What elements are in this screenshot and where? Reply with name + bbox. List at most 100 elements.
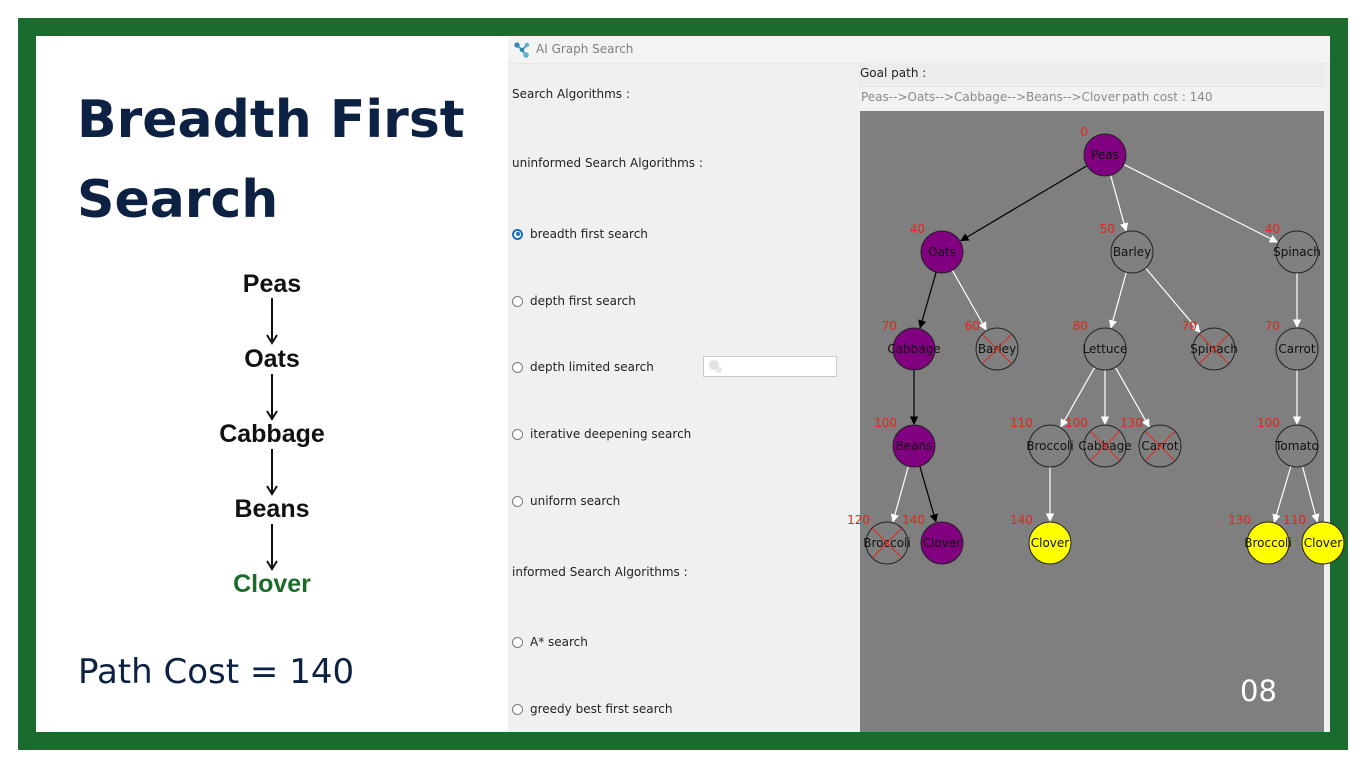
down-arrow-icon [266,298,278,345]
chain-node-4: Beans [234,495,310,523]
graph-node-cost: 110 [1283,513,1306,527]
radio-a-star[interactable]: A* search [512,633,588,651]
graph-edge-n0-n3 [1123,163,1279,243]
graph-node-cost: 100 [1257,416,1280,430]
graph-node-cost: 120 [847,513,870,527]
graph-node-n17[interactable]: Broccoli 130 [1228,513,1292,565]
graph-edge-n9-n14 [890,466,909,523]
graph-node-circle [892,424,936,468]
chain-node-3: Cabbage [219,420,325,448]
graph-node-n18[interactable]: Clover 110 [1283,513,1345,565]
graph-node-circle [1083,327,1127,371]
cross-mark-icon [981,333,1013,365]
radio-greedy-best-first[interactable]: greedy best first search [512,700,672,718]
radio-depth-first[interactable]: depth first search [512,292,636,310]
graph-node-label: Clover [1031,536,1070,550]
depth-limit-input[interactable] [703,356,837,377]
input-cursor-icon [709,360,722,373]
graph-node-cost: 130 [1120,416,1143,430]
graph-node-cost: 0 [1080,125,1088,139]
graph-node-label: Spinach [1273,245,1321,259]
cross-mark-icon [1089,430,1121,462]
graph-node-cost: 100 [1065,416,1088,430]
graph-node-label: Cabbage [887,342,940,356]
radio-button-icon[interactable] [512,428,523,440]
goal-path-bar [858,86,1324,111]
graph-node-n5[interactable]: Barley60 [965,319,1019,371]
graph-node-cost: 40 [1265,222,1280,236]
graph-node-label: Broccoli [1026,439,1073,453]
graph-node-cost: 40 [910,222,925,236]
graph-node-n4[interactable]: Cabbage 70 [882,319,941,371]
graph-edge-n0-n2 [1110,175,1129,232]
graph-edge-n1-n4 [918,272,937,329]
graph-edge-n0-n1 [960,165,1088,242]
graph-node-circle [1275,327,1319,371]
graph-node-circle [920,230,964,274]
page-number: 08 [1240,674,1277,708]
title-bar: AI Graph Search [508,36,1330,64]
radio-button-icon[interactable] [512,703,523,715]
chain-node-goal: Clover [233,570,311,598]
app-window: AI Graph Search Search Algorithms : unin… [508,36,1345,732]
graph-node-label: Beans [896,439,933,453]
graph-node-circle [1028,521,1072,565]
goal-header [858,63,1324,87]
graph-node-n14[interactable]: Broccoli120 [847,513,911,565]
radio-button-icon[interactable] [512,636,523,648]
radio-depth-limited[interactable]: depth limited search [512,358,654,376]
radio-label: breadth first search [530,227,648,241]
path-cost-text: Path Cost = 140 [78,652,355,692]
graph-node-n12[interactable]: Carrot130 [1120,416,1182,468]
radio-button-icon[interactable] [512,295,523,307]
chain-node-2: Oats [244,345,300,373]
graph-node-n7[interactable]: Spinach70 [1182,319,1238,371]
graph-node-n3[interactable]: Spinach 40 [1265,222,1321,274]
graph-node-label: Broccoli [1244,536,1291,550]
graph-node-label: Clover [1304,536,1343,550]
radio-iterative-deepening[interactable]: iterative deepening search [512,425,691,443]
radio-label: A* search [530,635,588,649]
graph-node-n11[interactable]: Cabbage100 [1065,416,1132,468]
graph-node-circle [920,521,964,565]
graph-app-icon [514,42,530,58]
radio-uniform[interactable]: uniform search [512,492,620,510]
graph-node-label: Barley [1113,245,1151,259]
slide-title: Breadth First Search [77,90,465,230]
window-title: AI Graph Search [536,42,634,56]
radio-button-icon[interactable] [512,228,523,240]
graph-edge-n13-n18 [1301,466,1320,523]
goal-path-label: Goal path : [860,66,927,80]
radio-button-icon[interactable] [512,495,523,507]
graph-edge-n9-n15 [919,466,938,523]
cross-mark-icon [1144,430,1176,462]
graph-node-cost: 80 [1073,319,1088,333]
graph-edge-n13-n17 [1272,465,1292,523]
graph-node-circle [892,327,936,371]
down-arrow-icon [266,449,278,496]
radio-button-icon[interactable] [512,361,523,373]
radio-label: depth first search [530,294,636,308]
graph-edge-n6-n12 [1114,366,1150,428]
graph-node-label: Peas [1091,148,1119,162]
radio-breadth-first[interactable]: breadth first search [512,225,648,243]
graph-node-circle [1275,230,1319,274]
graph-node-cost: 130 [1228,513,1251,527]
graph-node-cost: 70 [882,319,897,333]
radio-label: uniform search [530,494,621,508]
goal-path-text: Peas-->Oats-->Cabbage-->Beans-->Clover [861,90,1121,104]
chain-node-1: Peas [242,270,302,298]
graph-node-circle [1083,133,1127,177]
